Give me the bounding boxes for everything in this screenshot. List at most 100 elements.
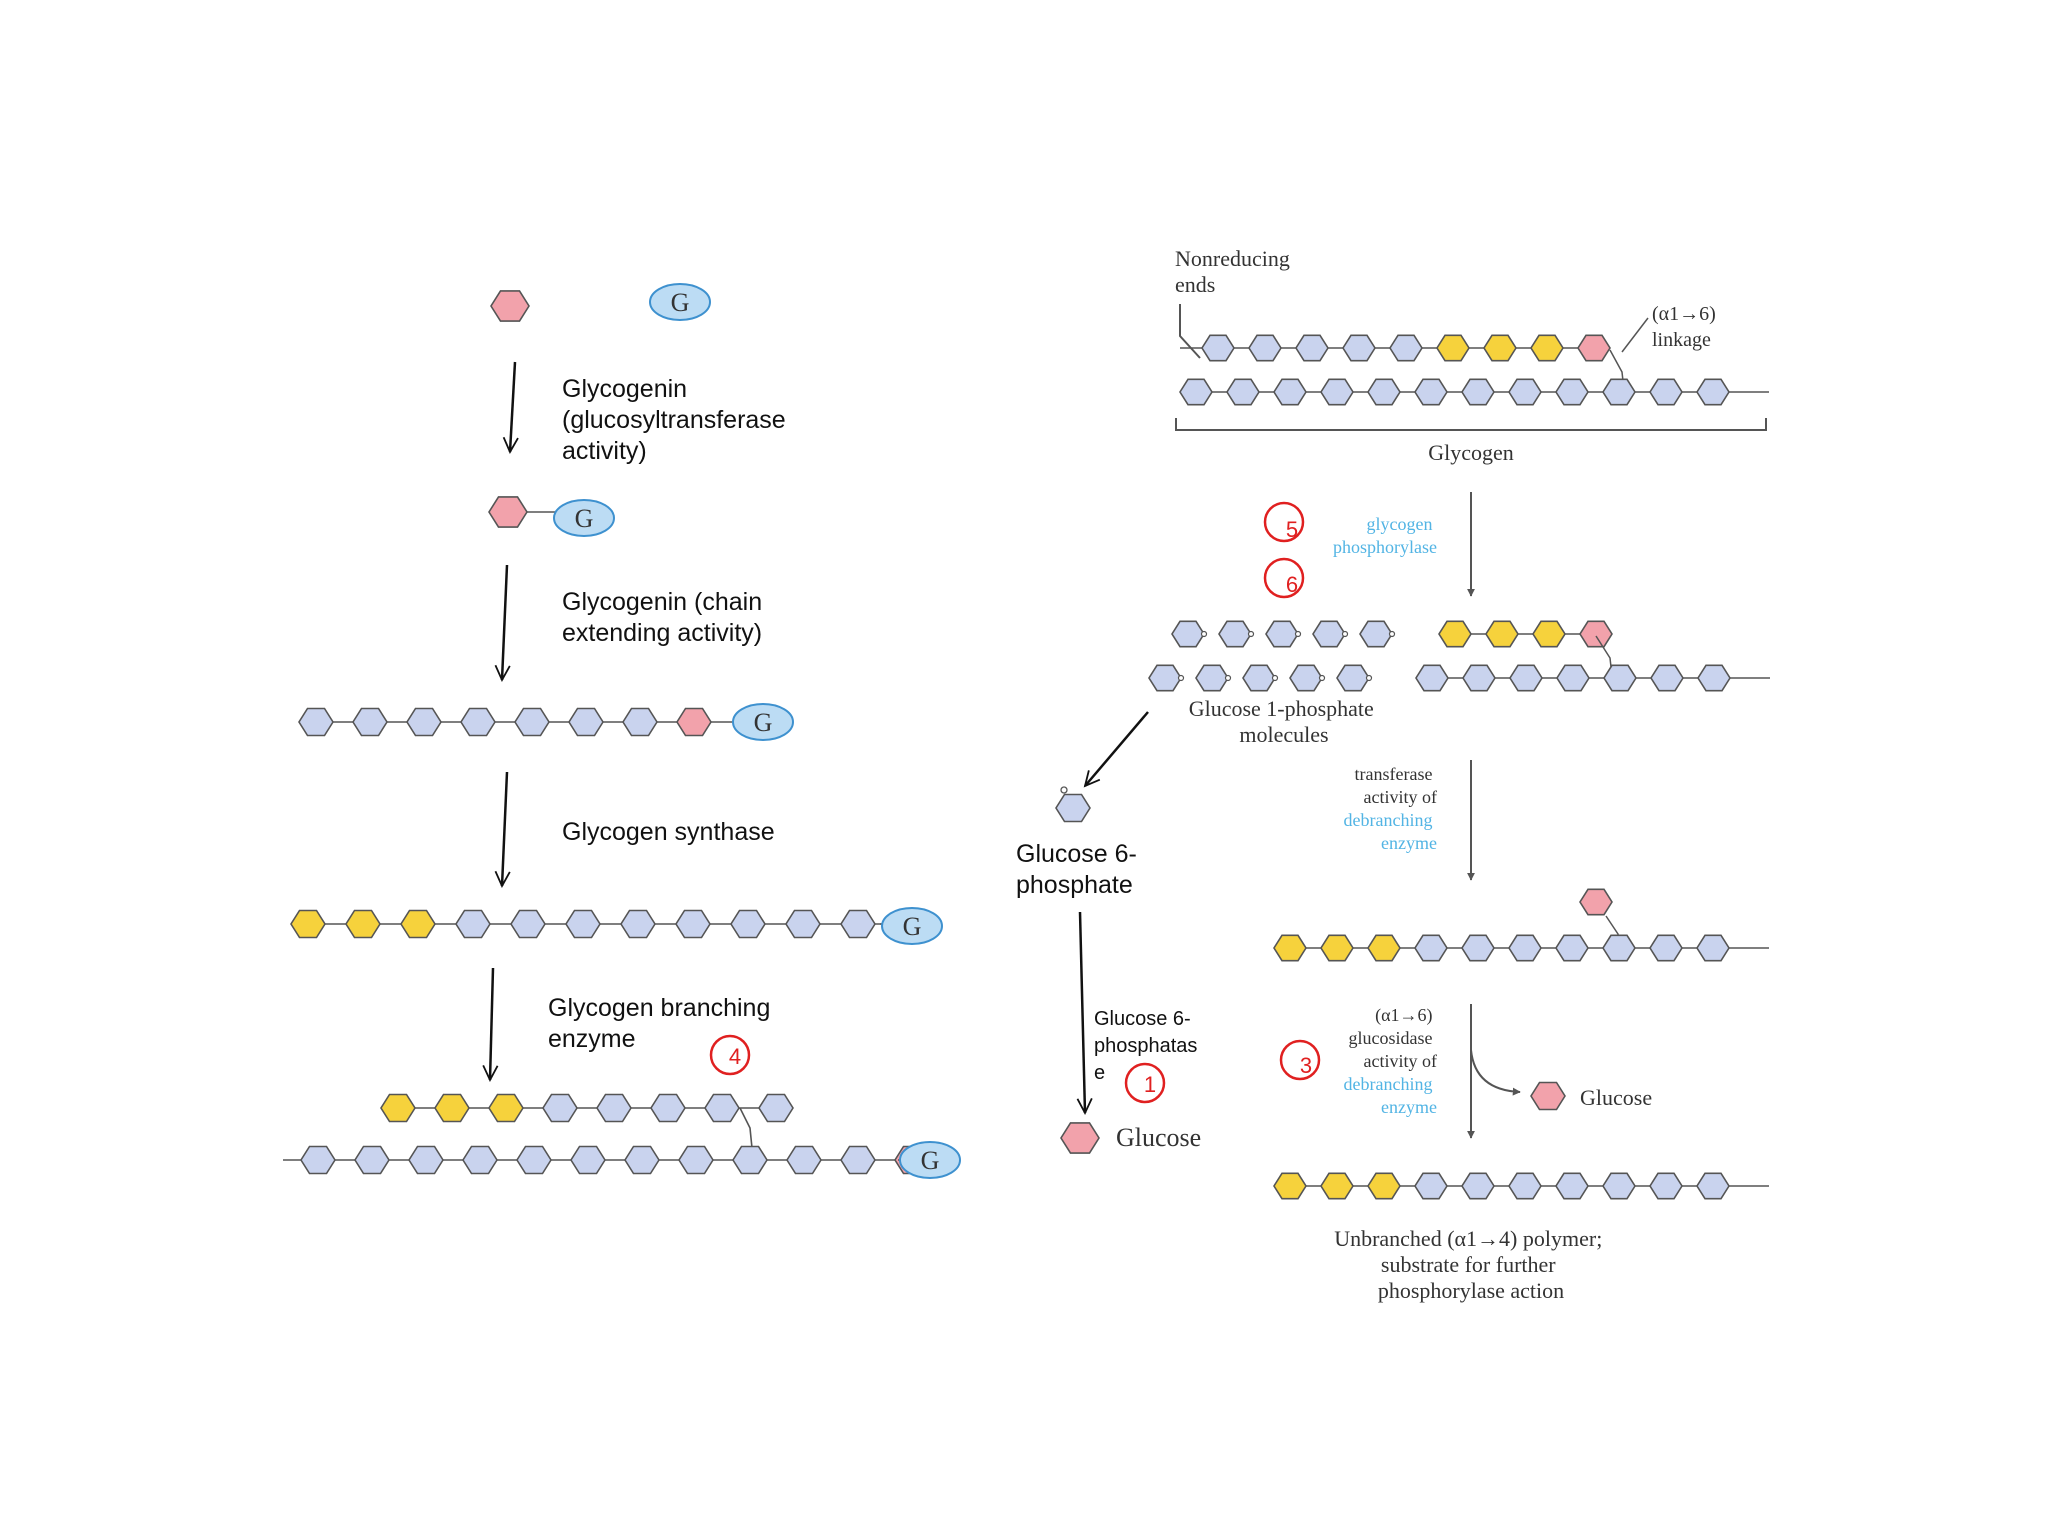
nonreducing-ends-label: Nonreducing ends xyxy=(1175,246,1295,297)
glucose-unit-blue xyxy=(620,909,656,939)
phosphate-group xyxy=(1177,674,1185,682)
glucose-unit-blue xyxy=(1461,1172,1495,1200)
glucose-unit-blue xyxy=(1201,334,1235,362)
glucose-unit-blue xyxy=(1336,664,1370,692)
glucose-unit-yellow xyxy=(1320,934,1354,962)
glucose-unit-blue xyxy=(622,707,658,737)
glucose-unit-blue xyxy=(1462,664,1496,692)
step2-label: Glycogenin (chain extending activity) xyxy=(562,588,769,647)
glucose-unit-blue xyxy=(1555,378,1589,406)
glucose-unit-blue xyxy=(1508,1172,1542,1200)
glucose-unit-blue xyxy=(1461,934,1495,962)
glucose-unit-blue xyxy=(675,909,711,939)
glucose-unit-blue xyxy=(1226,378,1260,406)
glucose-and-glycogenin-separate: G xyxy=(490,283,711,322)
svg-text:1: 1 xyxy=(1144,1072,1156,1097)
glucose-unit-blue xyxy=(596,1093,632,1123)
glucose-unit-pink xyxy=(1060,1122,1100,1154)
glycogenin-letter: G xyxy=(903,912,922,941)
glucose-unit-blue xyxy=(1342,334,1376,362)
glucose-unit-blue xyxy=(406,707,442,737)
glucose-unit-blue xyxy=(1265,620,1299,648)
released-glucose-label: Glucose xyxy=(1580,1085,1652,1110)
glycogenin-letter: G xyxy=(921,1146,940,1175)
glucose-unit-blue xyxy=(300,1145,336,1175)
glucose-unit-blue xyxy=(568,707,604,737)
glucose-1-phosphate-molecules xyxy=(1148,620,1396,692)
step4-label: Glycogen branching enzyme xyxy=(548,994,777,1053)
phosphatase-label: Glucose 6- phosphatas e xyxy=(1094,1008,1203,1084)
glucose-unit-blue xyxy=(1461,378,1495,406)
phosphate-group xyxy=(1224,674,1232,682)
glucose-unit-pink xyxy=(676,707,712,737)
svg-text:5: 5 xyxy=(1286,517,1298,542)
glucose-release-arrow xyxy=(1470,1049,1521,1096)
glucose-unit-pink xyxy=(1530,1081,1566,1111)
glucose-unit-yellow xyxy=(488,1093,524,1123)
phosphate-group xyxy=(1060,786,1068,794)
glucose-unit-blue xyxy=(624,1145,660,1175)
glucose-unit-yellow xyxy=(290,909,326,939)
glucose-unit-blue xyxy=(1148,664,1182,692)
free-glucose-unit xyxy=(1060,1122,1100,1154)
glycogenin-protein: G xyxy=(881,907,943,945)
arrow-step3 xyxy=(502,771,507,886)
glucose-unit-yellow xyxy=(434,1093,470,1123)
nonreducing-pointer xyxy=(1179,304,1201,359)
glucose-unit-blue xyxy=(1295,334,1329,362)
glucose-unit-blue xyxy=(840,1145,876,1175)
glucose-unit-blue xyxy=(565,909,601,939)
arrow-g6p-to-glucose xyxy=(1080,911,1085,1113)
svg-text:4: 4 xyxy=(729,1044,741,1069)
glucose-unit-blue xyxy=(1414,1172,1448,1200)
glucose-unit-yellow xyxy=(1530,334,1564,362)
glucose-unit-blue xyxy=(1414,378,1448,406)
phosphate-group xyxy=(1247,630,1255,638)
glucose-unit-yellow xyxy=(1436,334,1470,362)
svg-text:6: 6 xyxy=(1286,572,1298,597)
glucose-unit-blue xyxy=(455,909,491,939)
glucose-unit-blue xyxy=(730,909,766,939)
glucose-unit-blue xyxy=(1602,378,1636,406)
glucose-unit-blue xyxy=(786,1145,822,1175)
glucose-unit-blue xyxy=(785,909,821,939)
glucose-unit-blue xyxy=(542,1093,578,1123)
glycogen-bracket xyxy=(1175,418,1767,431)
step1-label: Glycogenin (glucosyltransferase activity… xyxy=(562,375,793,465)
glucose-unit-blue xyxy=(1320,378,1354,406)
glucose-unit-blue xyxy=(354,1145,390,1175)
glucose-unit-blue xyxy=(1179,378,1213,406)
glucose-unit-yellow xyxy=(1438,620,1472,648)
released-glucose-unit xyxy=(1530,1081,1566,1111)
glucose-unit-yellow xyxy=(1532,620,1566,648)
glucose-unit-blue xyxy=(678,1145,714,1175)
svg-text:3: 3 xyxy=(1300,1053,1312,1078)
glucose-unit-blue xyxy=(1602,1172,1636,1200)
glucose-unit-yellow xyxy=(1320,1172,1354,1200)
glucose-unit-blue xyxy=(1696,378,1730,406)
arrow-g1p-to-g6p xyxy=(1085,711,1149,786)
phosphorylase-label: glycogen phosphorylase xyxy=(1333,514,1437,557)
glucose-unit-blue xyxy=(462,1145,498,1175)
degradation-pathway: Nonreducing ends (α1→6) linkage Glycogen… xyxy=(1148,246,1770,1303)
step3-label: Glycogen synthase xyxy=(562,818,775,846)
glucose-unit-blue xyxy=(352,707,388,737)
glucose-unit-blue xyxy=(514,707,550,737)
glucose-unit-blue xyxy=(1650,664,1684,692)
synthesis-pathway: G Glycogenin (glucosyltransferase activi… xyxy=(283,283,961,1179)
glucose-unit-blue xyxy=(1697,664,1731,692)
glucose-unit-blue xyxy=(1508,934,1542,962)
glycogen-branched-molecule xyxy=(1179,334,1769,406)
glucose-unit-blue xyxy=(460,707,496,737)
glucose-unit-blue xyxy=(1171,620,1205,648)
glucose-unit-yellow xyxy=(1367,1172,1401,1200)
glucose-unit-blue xyxy=(1312,620,1346,648)
glucose-unit-blue xyxy=(1273,378,1307,406)
phosphate-group xyxy=(1318,674,1326,682)
glucose-unit-blue xyxy=(510,909,546,939)
glucosidase-enzyme-label: debranching enzyme xyxy=(1344,1074,1437,1117)
glucose-unit-blue xyxy=(1414,934,1448,962)
marker-5: 5 xyxy=(1263,501,1305,543)
glucose-unit-pink xyxy=(1577,334,1611,362)
